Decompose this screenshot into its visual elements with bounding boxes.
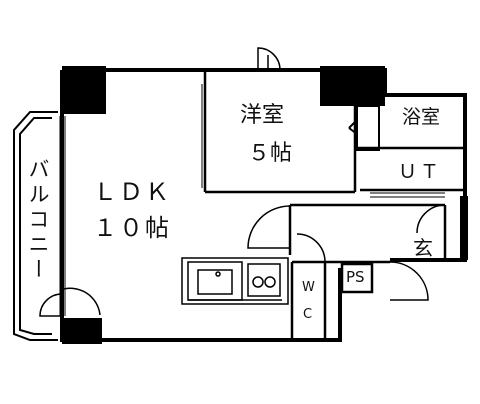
- closet: [348, 105, 380, 151]
- doors: [39, 47, 446, 317]
- balcony: [13, 111, 58, 341]
- wall-columns: [62, 66, 468, 344]
- western-room-label-line2: ５帖: [248, 141, 293, 166]
- bath-label: 浴室: [402, 106, 441, 128]
- entrance-label: 玄: [413, 236, 433, 260]
- kitchen-counter: [181, 257, 289, 305]
- toilet-label-line2: C: [303, 307, 313, 322]
- interior-walls: [203, 72, 465, 342]
- western-room-label-line1: 洋室: [240, 103, 285, 128]
- balcony-label: バルコニー: [26, 158, 50, 283]
- pipe-space-label: PS: [346, 268, 365, 286]
- ldk-label-line2: １０帖: [93, 214, 171, 242]
- utility-label: ＵＴ: [398, 161, 443, 183]
- ldk-label-line1: ＬＤＫ: [93, 178, 171, 206]
- toilet-label-line1: W: [302, 280, 315, 295]
- windows: [59, 84, 445, 316]
